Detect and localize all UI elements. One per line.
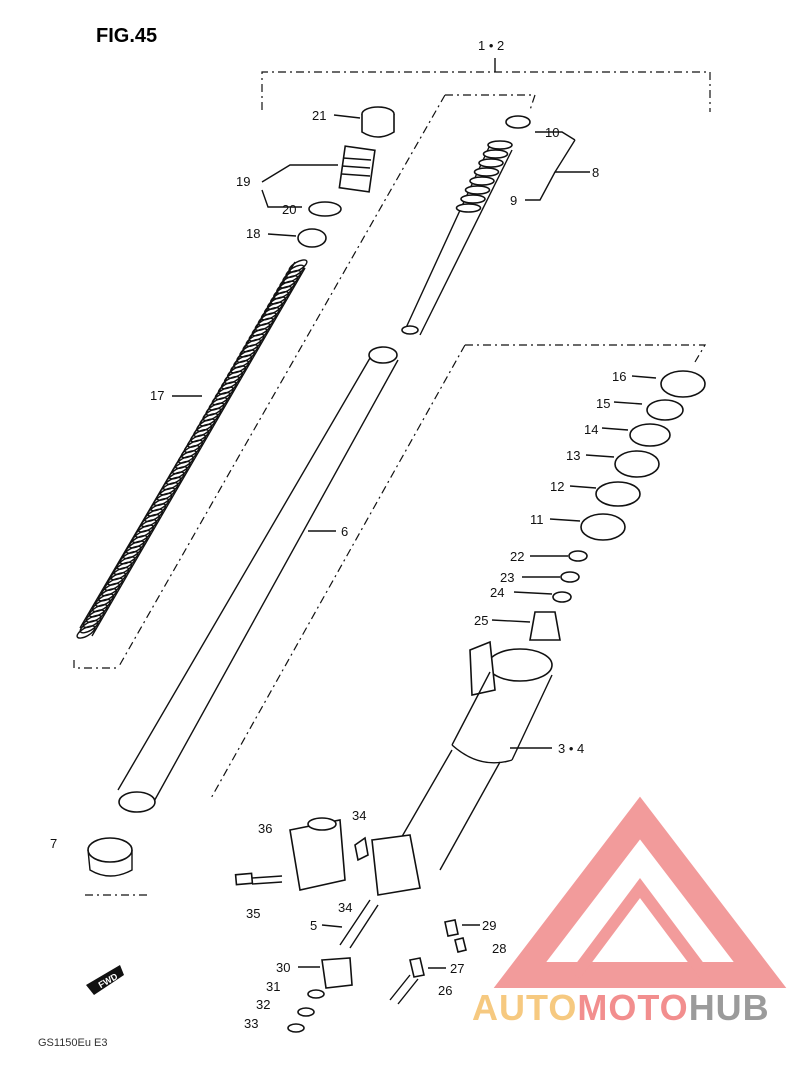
callout-31: 31 xyxy=(266,979,280,994)
brake-caliper-holder xyxy=(289,817,346,891)
forward-direction-badge: FWD xyxy=(86,965,124,995)
nut-33 xyxy=(287,1023,305,1033)
oil-seal-stack xyxy=(580,370,706,541)
logo-prefix: AUTO xyxy=(472,987,577,1028)
callout-11: 11 xyxy=(530,512,544,527)
oil-lock-25 xyxy=(529,611,561,641)
callout-26: 26 xyxy=(438,983,452,998)
callout-34-top: 34 xyxy=(352,808,366,823)
callout-24: 24 xyxy=(490,585,504,600)
spring-coil xyxy=(76,625,96,639)
callout-14: 14 xyxy=(584,422,598,437)
callout-33: 33 xyxy=(244,1016,258,1031)
cap-bolt xyxy=(333,106,395,138)
inner-tube xyxy=(117,346,399,813)
callout-1-2: 1 • 2 xyxy=(478,38,504,53)
damper-ring xyxy=(464,185,491,195)
callout-25: 25 xyxy=(474,613,488,628)
callout-35: 35 xyxy=(246,906,260,921)
callout-21: 21 xyxy=(312,108,326,123)
callout-23: 23 xyxy=(500,570,514,585)
callout-34-bottom: 34 xyxy=(338,900,352,915)
washer-22 xyxy=(568,550,588,562)
callout-3-4: 3 • 4 xyxy=(558,741,584,756)
callout-15: 15 xyxy=(596,396,610,411)
holder-30 xyxy=(321,957,353,989)
callout-10: 10 xyxy=(545,125,559,140)
clamp-34 xyxy=(354,836,369,862)
callout-18: 18 xyxy=(246,226,260,241)
callout-7: 7 xyxy=(50,836,57,851)
washer-31 xyxy=(307,989,325,999)
callout-22: 22 xyxy=(510,549,524,564)
damper-ring xyxy=(469,176,495,186)
axle-holder xyxy=(371,834,421,896)
washer-23 xyxy=(560,571,580,583)
outer-tube xyxy=(399,640,553,871)
callout-32: 32 xyxy=(256,997,270,1012)
spacer xyxy=(297,228,327,248)
washer-24 xyxy=(552,591,572,603)
dust-seal xyxy=(87,837,133,863)
damper-ring xyxy=(487,140,513,150)
group-bracket: 1 • 2 xyxy=(261,38,711,112)
gasket-28 xyxy=(454,937,467,953)
o-ring xyxy=(308,201,342,217)
callout-9: 9 xyxy=(510,193,517,208)
logo-middle: MOTO xyxy=(577,987,688,1028)
callout-13: 13 xyxy=(566,448,580,463)
damper-ring xyxy=(478,158,504,168)
callout-29: 29 xyxy=(482,918,496,933)
washer-27 xyxy=(409,957,425,978)
bolt-35 xyxy=(234,872,283,886)
callout-20: 20 xyxy=(282,202,296,217)
logo-suffix: HUB xyxy=(689,987,770,1028)
callout-16: 16 xyxy=(612,369,626,384)
svg-text:AUTOMOTOHUB: AUTOMOTOHUB xyxy=(472,987,770,1028)
callout-19: 19 xyxy=(236,174,250,189)
automotohub-logo: AUTOMOTOHUB xyxy=(472,796,787,1028)
callout-12: 12 xyxy=(550,479,564,494)
callout-6: 6 xyxy=(341,524,348,539)
callout-28: 28 xyxy=(492,941,506,956)
callout-30: 30 xyxy=(276,960,290,975)
stud-5 xyxy=(339,899,371,946)
callout-5: 5 xyxy=(310,918,317,933)
figure-title: FIG.45 xyxy=(96,25,157,47)
callout-8: 8 xyxy=(592,165,599,180)
oil-lock-piece xyxy=(338,145,376,193)
damper-rod xyxy=(401,115,531,336)
callout-27: 27 xyxy=(450,961,464,976)
drain-screw xyxy=(444,919,459,937)
figure-code: GS1150Eu E3 xyxy=(38,1037,108,1049)
damper-ring xyxy=(482,149,509,159)
bolt-26 xyxy=(389,974,411,1001)
washer-32 xyxy=(297,1007,315,1017)
damper-ring xyxy=(455,203,482,213)
damper-ring xyxy=(460,194,486,204)
damper-ring xyxy=(473,167,500,177)
callout-17: 17 xyxy=(150,388,164,403)
callout-36: 36 xyxy=(258,821,272,836)
